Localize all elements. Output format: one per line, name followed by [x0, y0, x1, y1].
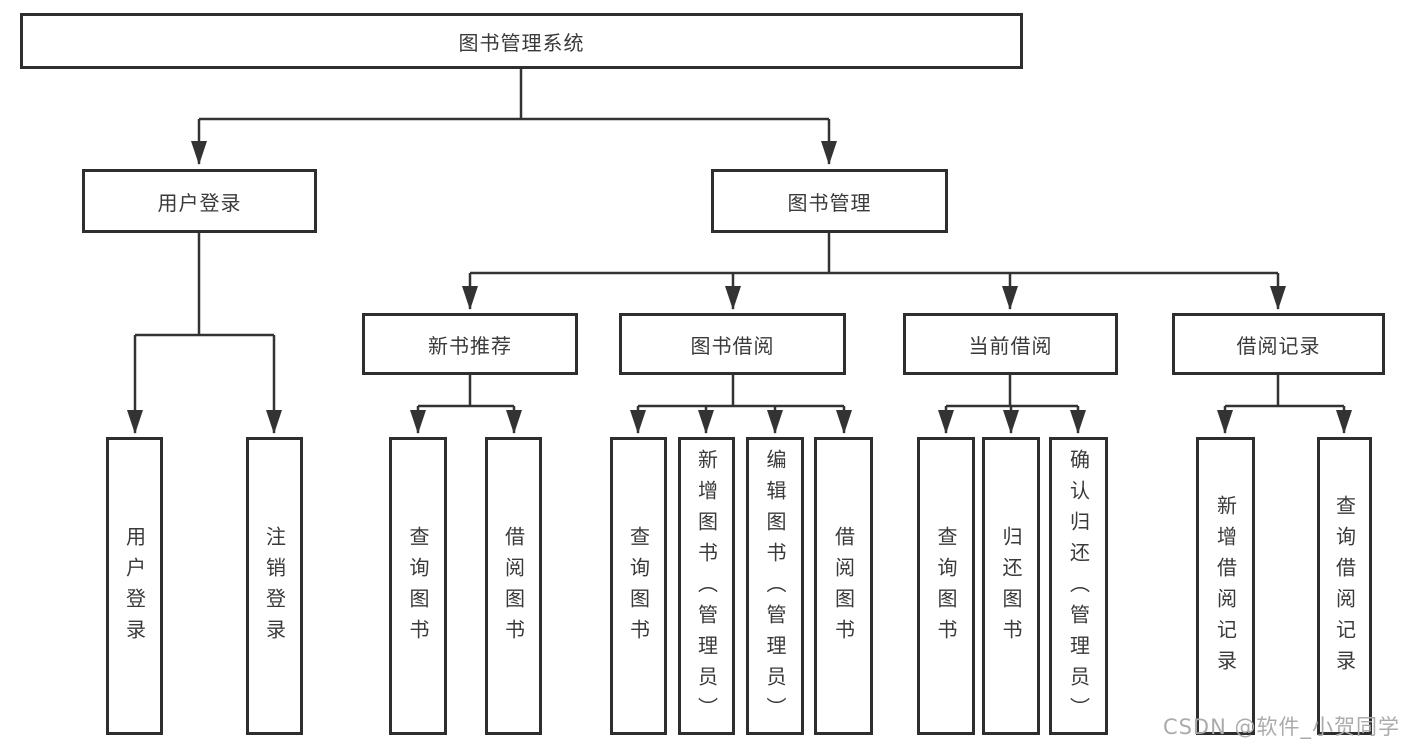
leaf-add-borrow-record: 新增借阅记录 — [1196, 437, 1255, 735]
leaf-edit-book-admin: 编辑图书（管理员） — [746, 437, 804, 735]
leaf-borrow-book-borrowing: 借阅图书 — [814, 437, 873, 735]
node-user-login: 用户登录 — [82, 169, 317, 233]
node-book-management: 图书管理 — [711, 169, 948, 233]
node-current-borrowing: 当前借阅 — [903, 313, 1118, 375]
leaf-add-book-admin: 新增图书（管理员） — [678, 437, 735, 735]
leaf-borrow-book-recommend: 借阅图书 — [485, 437, 542, 735]
node-book-borrowing: 图书借阅 — [619, 313, 846, 375]
connector-arrows — [127, 119, 1352, 434]
leaf-query-borrow-record: 查询借阅记录 — [1317, 437, 1372, 735]
csdn-watermark: CSDN @软件_小贺同学 — [1162, 715, 1400, 739]
connector-spines — [135, 69, 1344, 408]
leaf-confirm-return-admin: 确认归还（管理员） — [1049, 437, 1108, 735]
leaf-user-login: 用户登录 — [106, 437, 163, 735]
leaf-query-book-current: 查询图书 — [917, 437, 975, 735]
leaf-logout: 注销登录 — [246, 437, 303, 735]
node-new-book-recommendation: 新书推荐 — [362, 313, 578, 375]
node-borrowing-records: 借阅记录 — [1172, 313, 1385, 375]
leaf-return-book: 归还图书 — [982, 437, 1040, 735]
node-library-management-system: 图书管理系统 — [20, 13, 1023, 69]
leaf-query-book-borrowing: 查询图书 — [610, 437, 667, 735]
leaf-query-book-recommend: 查询图书 — [389, 437, 447, 735]
